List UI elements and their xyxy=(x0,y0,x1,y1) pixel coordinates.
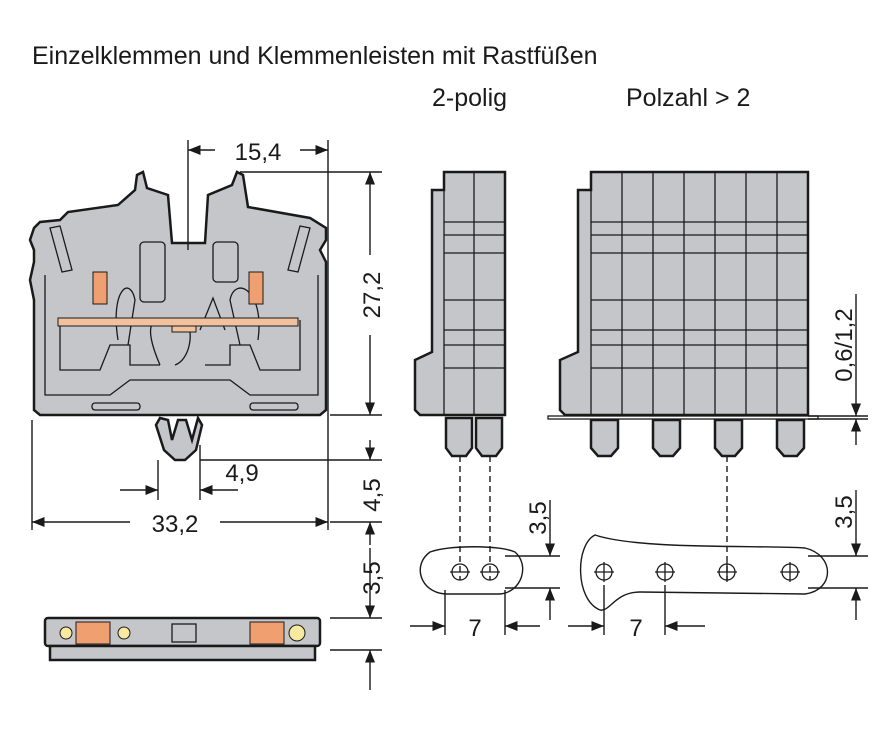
label-polzahl: Polzahl > 2 xyxy=(626,84,750,112)
page-title: Einzelklemmen und Klemmenleisten mit Ras… xyxy=(32,42,598,70)
dim-3-5-2pole: 3,5 xyxy=(525,501,552,534)
dim-4-9: 4,9 xyxy=(225,460,258,487)
dim-3-5-multi: 3,5 xyxy=(831,495,858,528)
dim-33-2: 33,2 xyxy=(152,511,199,538)
snap-foot xyxy=(154,414,204,462)
multi-pole-side-view: 7 3,5 0,6/1,2 xyxy=(547,170,868,642)
dim-4-5: 4,5 xyxy=(359,478,386,511)
two-pole-side-view: 7 3,5 xyxy=(410,170,560,642)
front-view xyxy=(28,170,328,462)
bottom-view: 3,5 xyxy=(43,548,386,690)
label-2-polig: 2-polig xyxy=(432,84,507,112)
dim-7-multi: 7 xyxy=(629,615,642,642)
front-dimensions: 15,4 27,2 4,9 4,5 33,2 xyxy=(31,139,386,545)
dim-3-5-bottom: 3,5 xyxy=(359,561,386,594)
dim-27-2: 27,2 xyxy=(359,272,386,319)
dim-0-6-1-2: 0,6/1,2 xyxy=(831,308,858,381)
dim-15-4: 15,4 xyxy=(235,139,282,166)
dim-7-2pole: 7 xyxy=(468,615,481,642)
